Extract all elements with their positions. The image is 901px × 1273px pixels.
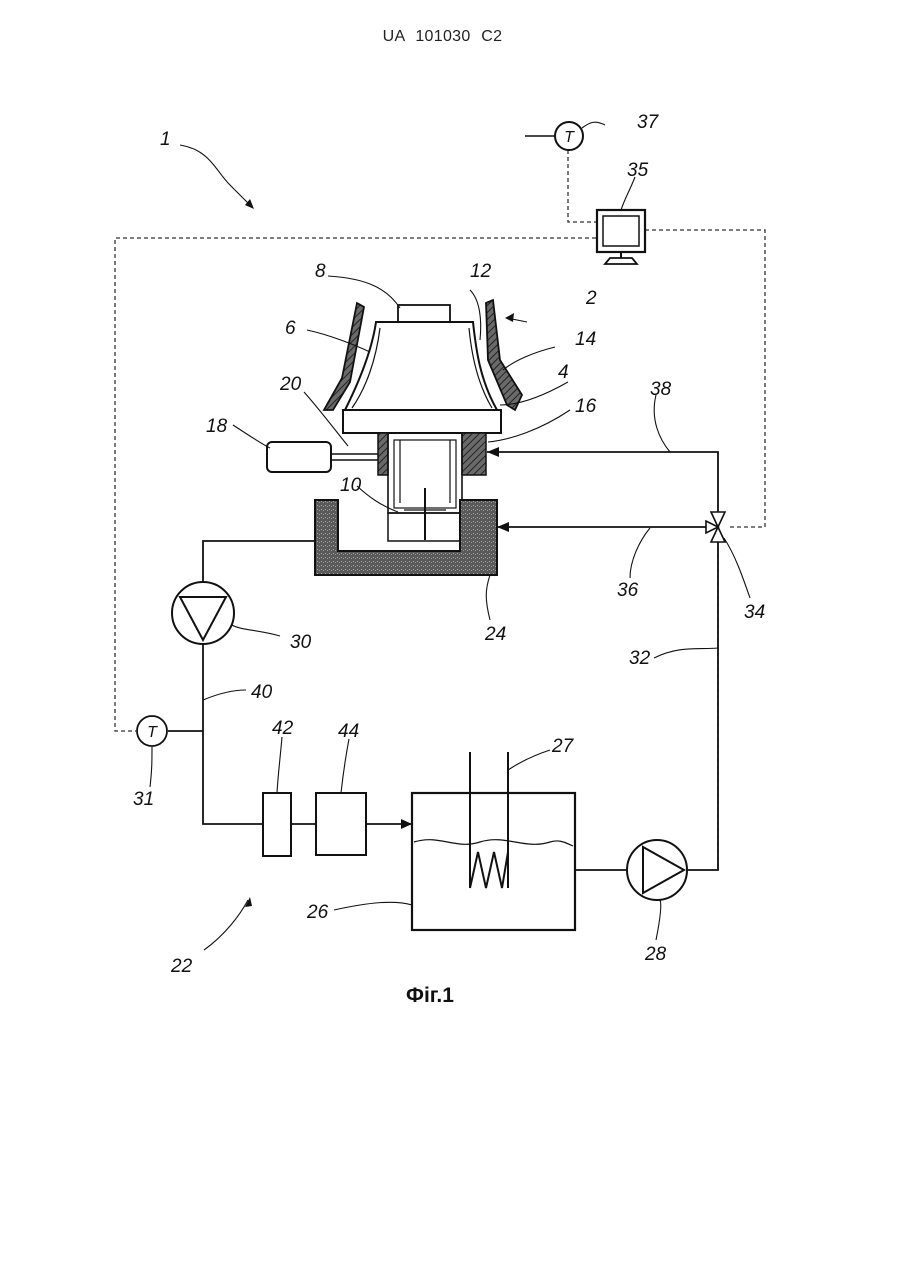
- label-35: 35: [627, 160, 649, 181]
- label-2: 2: [585, 288, 597, 309]
- label-36: 36: [617, 580, 639, 601]
- line-40: [203, 644, 263, 824]
- control-line-from-sensor-37: [568, 150, 597, 222]
- label-32: 32: [629, 648, 651, 669]
- label-6: 6: [285, 318, 296, 339]
- line-38: [487, 452, 718, 518]
- label-16: 16: [575, 396, 597, 417]
- sensor-31-symbol: T: [147, 724, 158, 741]
- three-way-valve-34: [706, 512, 725, 542]
- label-37: 37: [637, 112, 660, 133]
- sensor-37-symbol: T: [564, 129, 575, 146]
- actuator-18: [267, 442, 378, 472]
- label-18: 18: [206, 416, 228, 437]
- label-14: 14: [575, 329, 596, 350]
- figure-caption: Фіг.1: [406, 984, 454, 1007]
- reservoir-26: [412, 752, 575, 930]
- pump-30: [172, 582, 234, 644]
- filter-44: [316, 793, 366, 855]
- label-31: 31: [133, 789, 154, 810]
- rotor-bowl: [343, 305, 501, 433]
- label-44: 44: [338, 721, 359, 742]
- temperature-sensor-37: T: [525, 122, 583, 150]
- label-8: 8: [315, 261, 326, 282]
- label-4: 4: [558, 362, 569, 383]
- label-12: 12: [470, 261, 492, 282]
- controller-monitor: [597, 210, 645, 264]
- collection-tank-24: [315, 500, 497, 575]
- label-22: 22: [170, 956, 193, 977]
- pump-28: [627, 840, 687, 900]
- label-20: 20: [279, 374, 302, 395]
- line-tank-to-pump-30: [203, 541, 315, 582]
- label-30: 30: [290, 632, 312, 653]
- label-42: 42: [272, 718, 294, 739]
- label-40: 40: [251, 682, 273, 703]
- line-32: [688, 540, 718, 870]
- label-27: 27: [551, 736, 575, 757]
- label-34: 34: [744, 602, 765, 623]
- label-28: 28: [644, 944, 667, 965]
- temperature-sensor-31: T: [137, 716, 167, 746]
- label-10: 10: [340, 475, 362, 496]
- label-38: 38: [650, 379, 672, 400]
- label-1: 1: [160, 129, 171, 150]
- filter-42: [263, 793, 291, 856]
- label-26: 26: [306, 902, 329, 923]
- label-24: 24: [484, 624, 506, 645]
